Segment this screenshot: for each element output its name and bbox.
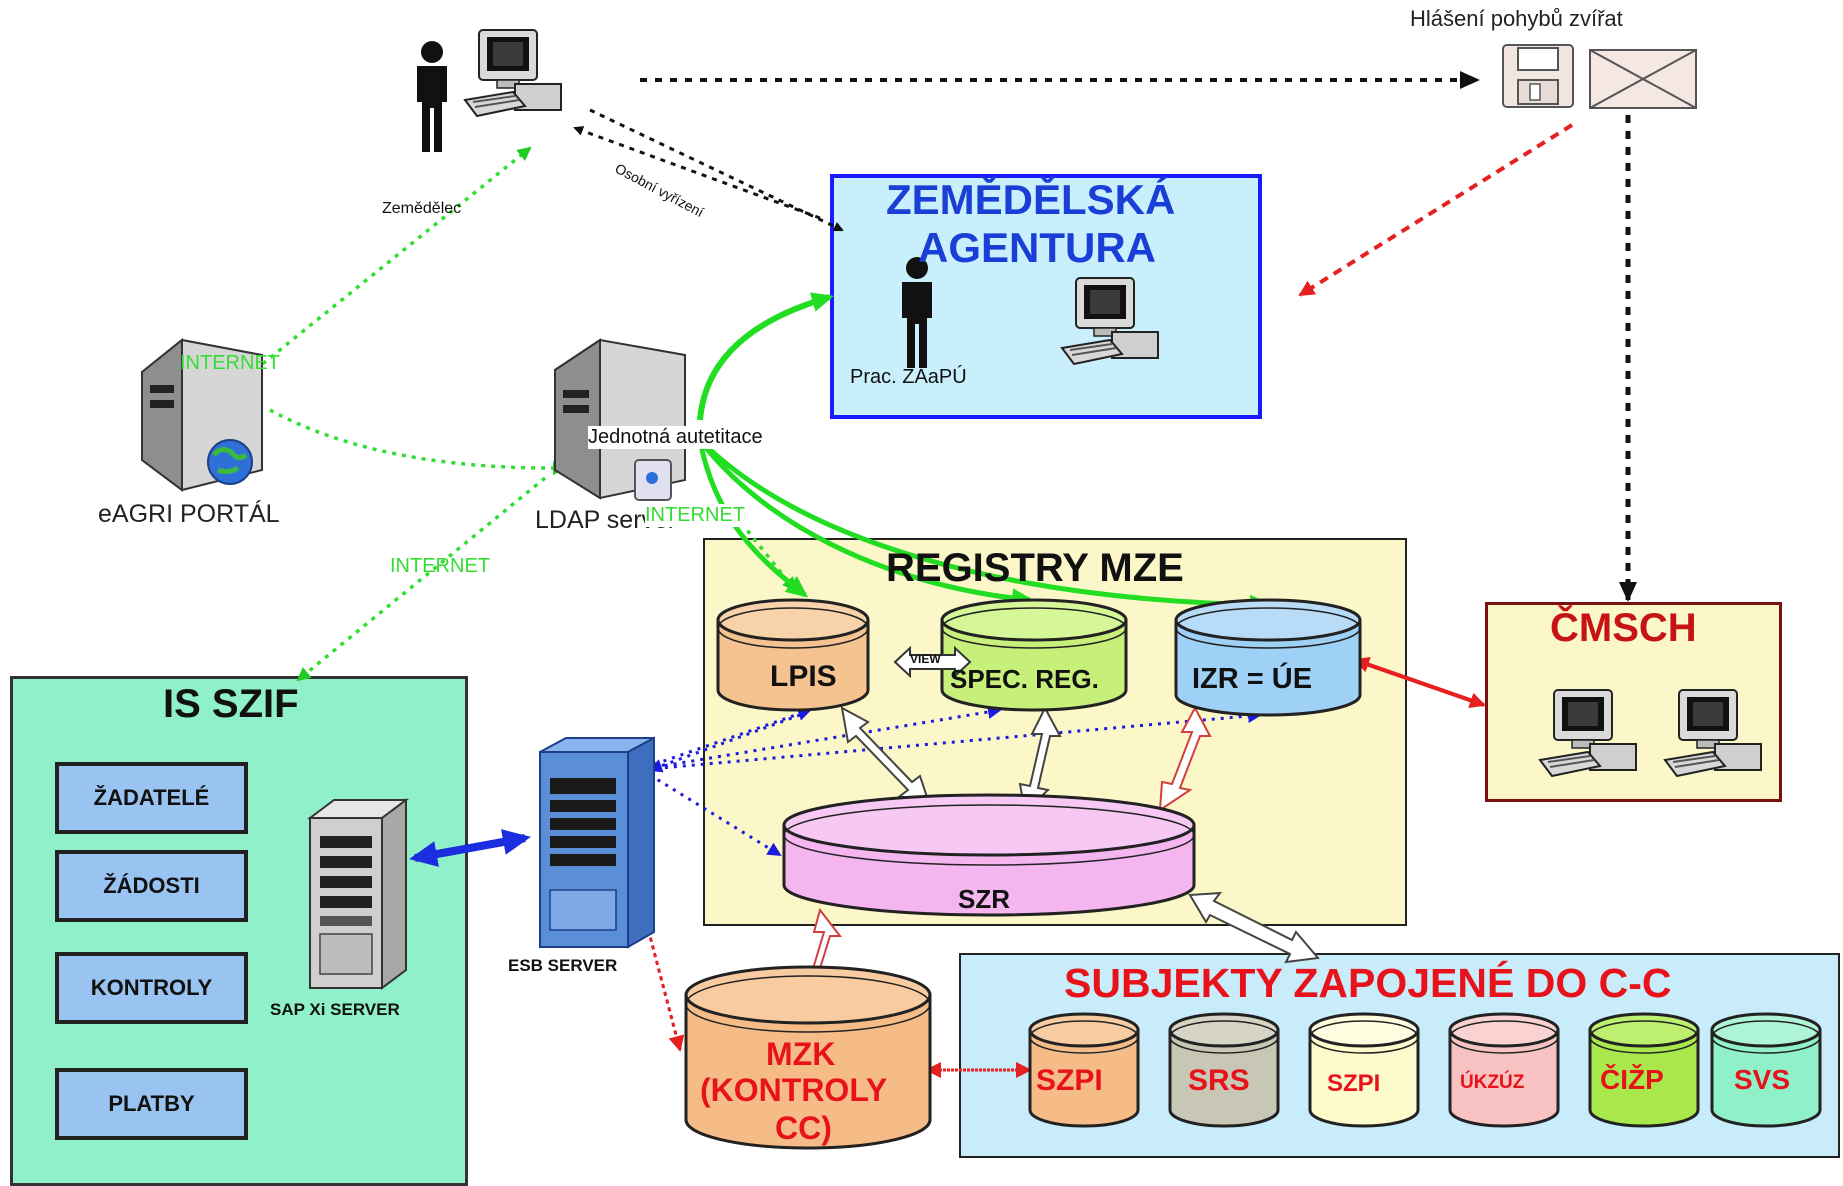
farmer-label: Zemědělec bbox=[382, 200, 462, 217]
portal-server-icon bbox=[141, 337, 263, 492]
link-lpis-szr bbox=[840, 706, 932, 808]
szif-button-controls[interactable]: KONTROLY bbox=[55, 952, 248, 1024]
subjects-title: SUBJEKTY ZAPOJENÉ DO C-C bbox=[1064, 960, 1672, 1006]
mzk-line3: CC) bbox=[775, 1110, 832, 1146]
cmsch-computer-icon-1 bbox=[1539, 689, 1637, 777]
farmer-computer-icon bbox=[464, 29, 562, 117]
subject-cyl-5 bbox=[1588, 1012, 1700, 1128]
lpis-label: LPIS bbox=[770, 660, 837, 693]
agency-title-line2: AGENTURA bbox=[918, 224, 1156, 271]
agency-worker-icon bbox=[902, 257, 932, 368]
agency-title-line1: ZEMĚDĚLSKÁ bbox=[886, 176, 1176, 223]
animal-reports-label: Hlášení pohybů zvířat bbox=[1410, 6, 1623, 31]
cmsch-title: ČMSCH bbox=[1550, 606, 1697, 650]
subject-cyl-6 bbox=[1710, 1012, 1822, 1128]
subject-cyl-4 bbox=[1448, 1012, 1560, 1128]
subject-label-3: SZPI bbox=[1327, 1070, 1381, 1097]
subject-label-2: SRS bbox=[1188, 1064, 1250, 1097]
subject-label-6: SVS bbox=[1734, 1064, 1791, 1095]
spec-reg-label: SPEC. REG. bbox=[950, 664, 1099, 694]
ldap-server-icon bbox=[554, 338, 686, 501]
internet-bottom-label: INTERNET bbox=[390, 555, 490, 577]
portal-internet-label: INTERNET bbox=[180, 352, 280, 374]
spec-reg-cylinder bbox=[940, 598, 1128, 712]
envelope-icon bbox=[1589, 49, 1697, 109]
szr-cylinder bbox=[782, 793, 1196, 917]
view-arrow bbox=[893, 645, 972, 679]
subject-label-1: SZPI bbox=[1036, 1064, 1103, 1097]
mzk-line2: (KONTROLY bbox=[700, 1072, 888, 1108]
ldap-auth-label: Jednotná autetitace bbox=[588, 426, 763, 449]
ldap-internet-label: INTERNET bbox=[645, 504, 745, 527]
agency-worker-label: Prac. ZAaPÚ bbox=[850, 366, 967, 388]
cmsch-computer-icon-2 bbox=[1664, 689, 1762, 777]
subject-cyl-3 bbox=[1308, 1012, 1420, 1128]
lpis-cylinder bbox=[716, 598, 870, 712]
registry-title: REGISTRY MZE bbox=[886, 546, 1184, 590]
szr-label: SZR bbox=[958, 884, 1010, 914]
szif-button-applications[interactable]: ŽÁDOSTI bbox=[55, 850, 248, 922]
sap-label: SAP Xi SERVER bbox=[270, 1000, 400, 1019]
szif-title: IS SZIF bbox=[163, 682, 299, 726]
farmer-person-icon bbox=[417, 41, 447, 152]
izr-label: IZR = ÚE bbox=[1192, 663, 1313, 695]
agency-computer-icon bbox=[1061, 277, 1159, 365]
mzk-line1: MZK bbox=[766, 1036, 836, 1072]
view-label: VIEW bbox=[910, 652, 941, 666]
subject-label-5: ČIŽP bbox=[1600, 1064, 1664, 1095]
subject-cyl-1 bbox=[1028, 1012, 1140, 1128]
szif-button-payments[interactable]: PLATBY bbox=[55, 1068, 248, 1140]
link-szr-subjects bbox=[1188, 891, 1320, 964]
floppy-icon bbox=[1502, 44, 1574, 108]
sap-server-icon bbox=[307, 798, 409, 990]
portal-label: eAGRI PORTÁL bbox=[98, 500, 280, 528]
subject-label-4: ÚKZÚZ bbox=[1460, 1072, 1525, 1093]
szif-button-applicants[interactable]: ŽADATELÉ bbox=[55, 762, 248, 834]
esb-server-icon bbox=[539, 736, 655, 949]
mzk-cylinder bbox=[684, 965, 932, 1150]
esb-label: ESB SERVER bbox=[508, 956, 618, 975]
subject-cyl-2 bbox=[1168, 1012, 1280, 1128]
izr-cylinder bbox=[1174, 598, 1362, 717]
